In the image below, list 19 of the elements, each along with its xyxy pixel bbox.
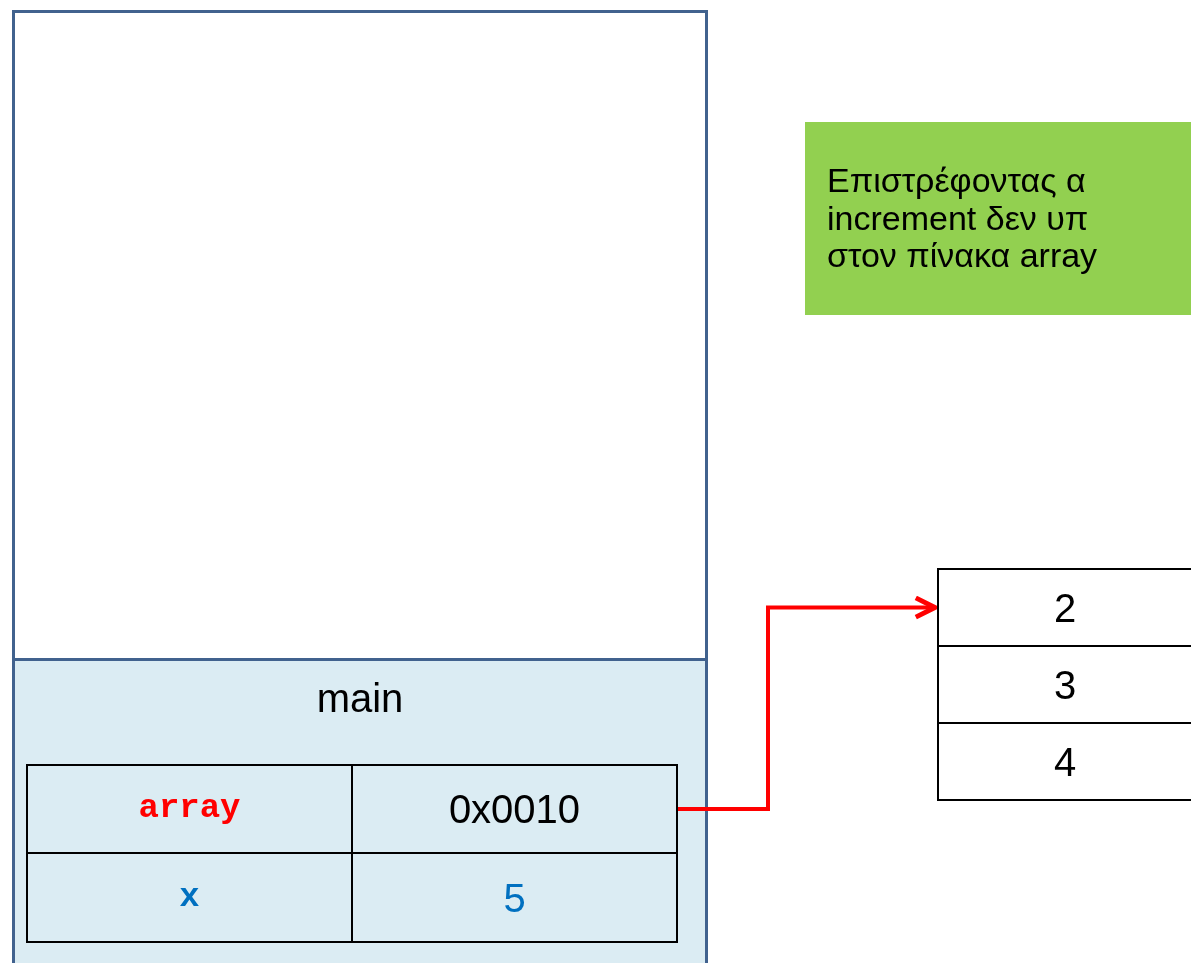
table-cell xyxy=(26,764,353,854)
array-cell xyxy=(937,722,1191,801)
variable-value: 5 xyxy=(503,874,526,921)
array-cell xyxy=(937,568,1191,647)
frame-label: main xyxy=(316,675,404,721)
variable-name: array xyxy=(138,789,241,829)
array-value: 3 xyxy=(1053,661,1077,708)
note-box xyxy=(805,122,1191,315)
variable-name: x xyxy=(179,877,200,918)
table-cell xyxy=(351,852,678,943)
pointer-arrow xyxy=(678,595,938,811)
table-cell xyxy=(351,764,678,854)
stack-frame xyxy=(12,658,708,963)
table-cell xyxy=(26,852,353,943)
array-value: 2 xyxy=(1053,584,1077,631)
array-value: 4 xyxy=(1053,738,1077,785)
stack-box xyxy=(12,10,708,963)
variable-value: 0x0010 xyxy=(448,786,581,832)
note-text: Επιστρέφοντας α increment δεν υπ στον πίνακα array xyxy=(827,162,1099,275)
